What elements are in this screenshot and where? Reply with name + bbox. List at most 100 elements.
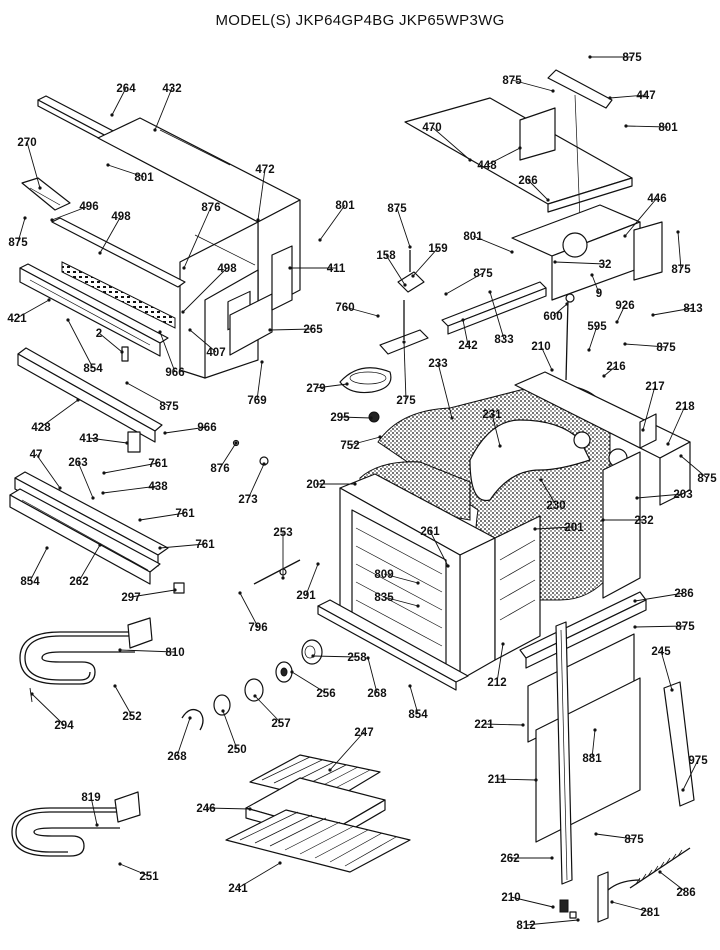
leader-dot [311,654,315,658]
leader-line [554,261,606,265]
leader-dot [188,716,192,720]
part-number-label: 242 [458,340,477,352]
part-number-label: 812 [516,920,535,932]
leader-line [189,329,217,353]
leader-dot [533,527,537,531]
part-number-label: 761 [175,508,195,520]
leader-line [367,657,378,694]
leader-dot [670,688,674,692]
leader-line [315,383,348,389]
leader-dot [98,543,102,547]
leader-line [624,343,667,348]
leader-line [111,87,127,116]
part-number-label: 966 [197,422,216,434]
leader-line [624,197,658,237]
leader-dot [602,374,606,378]
part-number-label: 210 [531,341,550,353]
leader-line [489,291,505,340]
part-number-label: 413 [79,433,98,445]
leader-line [677,231,682,270]
leader-dot [378,435,382,439]
part-panel-270 [21,177,71,211]
leader-dot [125,441,129,445]
part-number-label: 203 [673,489,692,501]
part-number-label: 216 [606,361,625,373]
leader-line [119,649,176,653]
part-number-label: 270 [17,137,36,149]
leader-dot [553,260,557,264]
leader-dot [676,230,680,234]
leader-line [319,204,346,241]
part-number-label: 446 [647,193,666,205]
leader-line [269,328,314,331]
leader-dot [281,576,285,580]
part-number-label: 246 [196,803,215,815]
leader-line [552,303,568,317]
leader-dot [221,709,225,713]
leader-line [119,863,150,877]
leader-dot [576,918,580,922]
leader-dot [369,416,373,420]
leader-dot [402,340,406,344]
leader-lines [16,55,708,926]
leader-line [667,405,686,445]
leader-dot [593,728,597,732]
leader-dot [91,496,95,500]
part-number-label: 876 [201,202,220,214]
leader-dot [181,310,185,314]
part-number-label: 279 [306,383,325,395]
part-bottom-trim-268 [317,599,469,691]
leader-line [114,685,133,717]
part-number-label: 761 [148,458,168,470]
leader-dot [23,216,27,220]
part-number-label: 257 [271,718,290,730]
leader-dot [624,124,628,128]
leader-line [603,365,617,377]
leader-dot [101,491,105,495]
leader-line [412,247,439,277]
leader-dot [102,471,106,475]
leader-line [510,896,554,908]
leader-line [634,625,686,628]
leader-dot [262,462,266,466]
part-number-label: 498 [111,211,131,223]
part-number-label: 472 [255,164,274,176]
part-number-label: 210 [501,892,520,904]
leader-line [88,437,128,444]
leader-dot [318,238,322,242]
leader-dot [641,428,645,432]
leader-dot [30,692,34,696]
leader-dot [651,313,655,317]
leader-line [99,215,122,254]
part-number-label: 256 [316,688,335,700]
part-number-label: 448 [477,160,497,172]
part-number-label: 212 [487,677,506,689]
leader-line [437,362,453,419]
leader-dot [408,684,412,688]
leader-line [540,345,553,371]
leader-line [339,416,372,419]
part-number-label: 265 [303,324,323,336]
leader-line [616,304,626,323]
leader-dot [468,158,472,162]
part-number-label: 876 [210,463,229,475]
leader-dot [66,318,70,322]
part-number-label: 266 [518,175,537,187]
leader-line [237,862,281,889]
leader-line [403,341,407,401]
leader-line [491,413,501,447]
leader-line [534,526,575,530]
part-outer-case-432 [97,117,301,379]
leader-line [222,710,238,750]
leader-dot [173,588,177,592]
leader-dot [58,486,62,490]
leader-dot [158,330,162,334]
leader-dot [118,862,122,866]
leader-dot [138,518,142,522]
leader-line [29,547,48,582]
leader-line [472,235,513,253]
part-number-label: 230 [546,500,565,512]
part-number-label: 261 [420,526,440,538]
part-lamp-250 [213,694,231,716]
part-switch-159 [397,250,425,293]
